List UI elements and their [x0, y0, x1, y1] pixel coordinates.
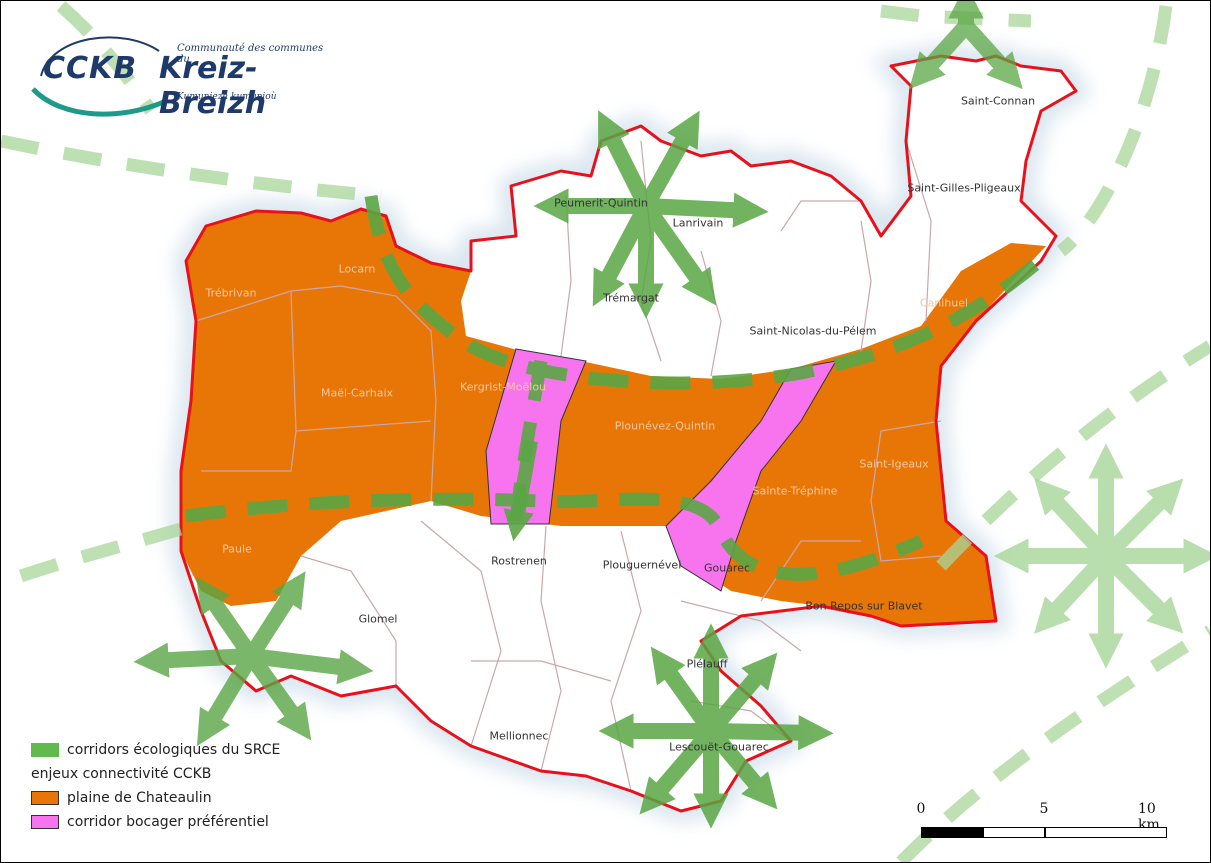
legend: corridors écologiques du SRCE enjeux con…: [31, 738, 280, 834]
arrow-burst-northeast: [909, 1, 1023, 90]
legend-label-plaine: plaine de Chateaulin: [67, 790, 212, 806]
scale-segment-2: [983, 827, 1045, 838]
commune-label: Peumerit-Quintin: [554, 196, 648, 210]
legend-heading: enjeux connectivité CCKB: [31, 766, 212, 782]
arrow-burst-north: [533, 110, 769, 319]
scale-label-0: 0: [916, 801, 926, 817]
commune-label: Trémargat: [603, 291, 659, 305]
commune-label: Glomel: [358, 612, 398, 626]
logo-arc: [40, 36, 160, 77]
commune-label: Canihuel: [919, 296, 969, 310]
commune-label: Saint-Connan: [960, 94, 1036, 108]
legend-label-corridors: corridors écologiques du SRCE: [67, 742, 281, 758]
commune-label: Plouguernével: [602, 558, 682, 572]
arrow-burst-east: [993, 443, 1210, 669]
commune-label: Lanrivain: [672, 216, 724, 230]
arrow-burst-southwest: [133, 571, 374, 747]
legend-swatch-corridors: [31, 743, 59, 757]
bocager-east: [665, 360, 837, 592]
commune-label: Mellionnec: [489, 729, 549, 743]
scale-bar: 0 5 10 km: [916, 801, 1171, 841]
legend-swatch-bocager: [31, 815, 59, 829]
logo-tagline: Communauté des communes du: [177, 43, 324, 65]
commune-label: Paule: [222, 542, 252, 556]
cckb-logo: CCKB Communauté des communes du Kreiz-Br…: [29, 29, 329, 121]
legend-row-bocager: corridor bocager préférentiel: [31, 810, 280, 834]
commune-label: Plélauff: [686, 657, 728, 671]
legend-label-bocager: corridor bocager préférentiel: [67, 814, 269, 830]
logo-subtitle: Kumuniezh kumunioù: [177, 92, 277, 102]
commune-label: Kergrist-Moëlou: [459, 380, 547, 394]
commune-label: Maël-Carhaix: [320, 386, 394, 400]
commune-label: Saint-Igeaux: [859, 457, 929, 471]
legend-row-plaine: plaine de Chateaulin: [31, 786, 280, 810]
plaine-area: [181, 209, 1046, 626]
commune-label: Saint-Nicolas-du-Pélem: [749, 324, 877, 338]
commune-label: Gouarec: [703, 561, 751, 575]
commune-label: Saint-Gilles-Pligeaux: [907, 181, 1021, 195]
scale-segment-1: [921, 827, 983, 838]
logo-swoosh: [31, 87, 168, 117]
legend-row-corridors: corridors écologiques du SRCE: [31, 738, 280, 762]
commune-label: Bon Repos sur Blavet: [805, 599, 923, 613]
bocager-west: [485, 348, 587, 525]
territory-outline: [179, 54, 1078, 813]
arrow-burst-south: [598, 623, 834, 829]
commune-label: Sainte-Tréphine: [752, 484, 838, 498]
scale-label-5: 5: [1039, 801, 1049, 817]
logo-name: Kreiz-Breizh: [159, 51, 267, 121]
commune-label: Trébrivan: [205, 286, 257, 300]
legend-swatch-plaine: [31, 791, 59, 805]
arrow-corridor-down: [503, 439, 538, 542]
scale-segment-3: [1045, 827, 1167, 838]
commune-label: Plounévez-Quintin: [614, 419, 716, 433]
commune-label: Locarn: [338, 262, 376, 276]
commune-label: Rostrenen: [491, 554, 547, 568]
logo-acronym: CCKB: [43, 51, 138, 86]
commune-label: Lescouët-Gouarec: [669, 740, 769, 754]
